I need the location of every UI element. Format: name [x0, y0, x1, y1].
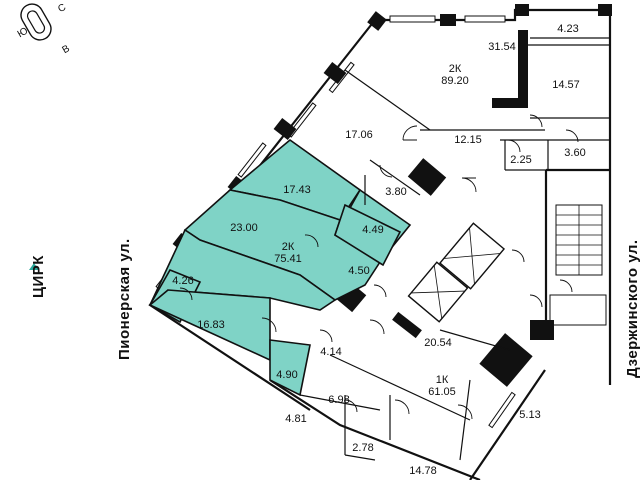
apartment-2k-75-highlight: [148, 138, 412, 397]
room-area-label: 20.54: [424, 337, 452, 349]
room-area-label: 17.06: [345, 129, 373, 141]
room-area-label: 5.13: [519, 409, 540, 421]
circus-marker-icon: [29, 263, 39, 270]
room-labels: 4.23 31.54 14.57 17.06 12.15 2.25 3.60 1…: [172, 23, 585, 477]
room-area-label: 4.90: [276, 369, 297, 381]
room-area-label: 4.50: [348, 265, 369, 277]
apartment-type-label: 1К: [436, 374, 449, 386]
apartment-labels: 2К 89.20 2К 75.41 1К 61.05: [274, 63, 469, 398]
apartment-type-label: 2К: [449, 63, 462, 75]
room-area-label: 2.78: [352, 442, 373, 454]
room-area-label: 23.00: [230, 222, 258, 234]
apartment-area-label: 61.05: [428, 386, 456, 398]
circus-label: ЦИРК: [30, 255, 47, 298]
street-right-label: Дзержинского ул.: [624, 239, 640, 378]
room-area-label: 14.57: [552, 79, 580, 91]
room-area-label: 31.54: [488, 41, 516, 53]
room-area-label: 12.15: [454, 134, 482, 146]
apartment-area-label: 89.20: [441, 75, 469, 87]
room-area-label: 2.25: [510, 154, 531, 166]
room-area-label: 14.78: [409, 465, 437, 477]
room-area-label: 17.43: [283, 184, 311, 196]
stair-core: [407, 204, 607, 326]
room-area-label: 16.83: [197, 319, 225, 331]
room-area-label: 4.14: [320, 346, 341, 358]
apartment-type-label: 2К: [282, 241, 295, 253]
room-area-label: 3.80: [385, 186, 406, 198]
street-left-label: Пионерская ул.: [116, 238, 133, 360]
compass-south-letter: Ю: [16, 26, 30, 41]
room-area-label: 6.98: [328, 394, 349, 406]
compass-north-letter: С: [56, 2, 68, 15]
room-area-label: 4.26: [172, 275, 193, 287]
room-area-label: 3.60: [564, 147, 585, 159]
room-area-label: 4.23: [557, 23, 578, 35]
apartment-area-label: 75.41: [274, 253, 302, 265]
doors: [179, 114, 579, 420]
compass-east-letter: В: [61, 43, 73, 56]
room-area-label: 4.81: [285, 413, 306, 425]
compass: Ю С В: [16, 2, 73, 56]
room-area-label: 4.49: [362, 224, 383, 236]
columns: [172, 4, 612, 387]
partitions: [299, 37, 610, 461]
